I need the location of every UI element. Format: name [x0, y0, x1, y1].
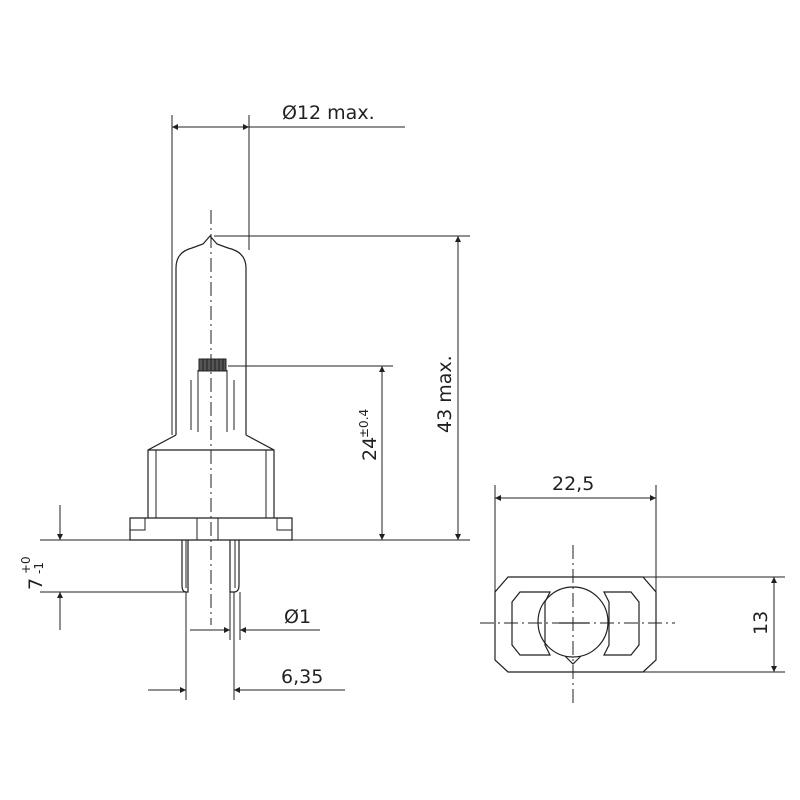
side-view: Ø12 max. 43 max. 24 ±0.4 7 +0 -1 Ø1 6,35 [19, 102, 470, 700]
pin-left [181, 540, 189, 593]
filament-stem [190, 370, 235, 432]
dim-height-max: 43 max. [434, 355, 456, 433]
dim-light-center-tol: ±0.4 [357, 409, 371, 438]
dim-pin-diameter: Ø1 [284, 606, 311, 628]
dim-diameter-max: Ø12 max. [282, 102, 375, 124]
dim-pin-spacing: 6,35 [281, 666, 323, 688]
dim-light-center: 24 [359, 437, 381, 461]
dim-pin-tol-plus: +0 [19, 556, 33, 574]
dim-pin-tol-minus: -1 [32, 562, 46, 574]
base-outline [494, 576, 657, 673]
dim-base-depth: 13 [750, 611, 772, 635]
bulb-envelope [175, 235, 247, 435]
dim-base-width: 22,5 [552, 473, 594, 495]
bottom-view: 22,5 13 [480, 473, 785, 705]
dim-pin-length: 7 [25, 578, 47, 590]
